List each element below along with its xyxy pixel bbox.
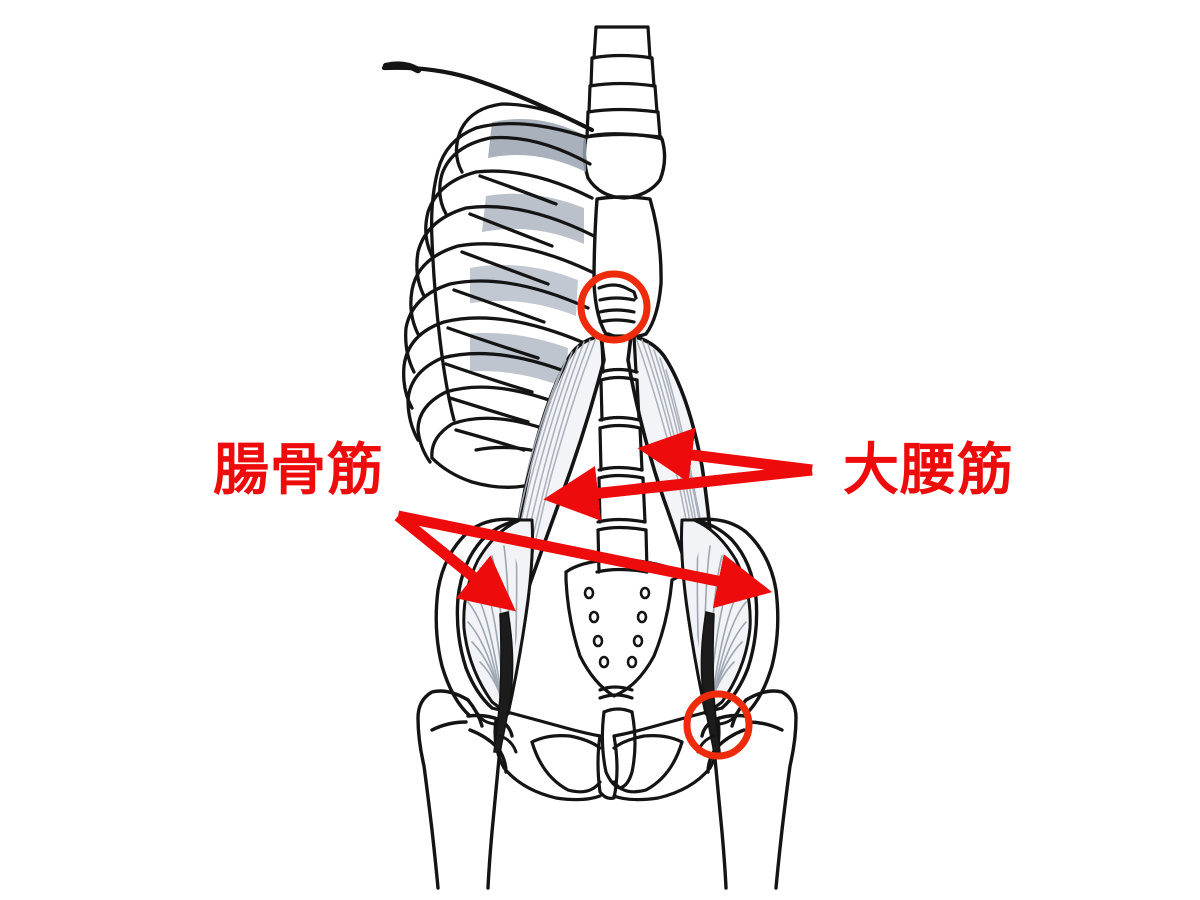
- skeleton-group: [381, 25, 798, 890]
- sacral-foramina: [583, 586, 651, 669]
- sternum: [582, 132, 667, 340]
- clavicle-line: [381, 61, 595, 133]
- thoracic-spine: [584, 25, 663, 139]
- iliopsoas-tendon-left: [493, 611, 514, 753]
- lesser-trochanter-left: [476, 712, 518, 754]
- rib-cage: [402, 102, 596, 489]
- sacrum: [564, 558, 682, 700]
- rib-cage-shading: [470, 119, 586, 388]
- label-psoas: 大腰筋: [843, 438, 1014, 503]
- arrow-iliacus-to-right-iliacus: [396, 510, 773, 609]
- iliopsoas-tendon-right: [700, 611, 721, 753]
- arrow-psoas-to-left-psoas: [543, 464, 813, 521]
- highlight-circle-insertion-lesser-trochanter[interactable]: [683, 690, 753, 760]
- arrow-iliacus-to-left-iliacus: [394, 511, 516, 612]
- label-iliacus: 腸骨筋: [213, 438, 384, 503]
- highlight-circle-origin-t12-l1[interactable]: [577, 270, 651, 344]
- arrow-psoas-to-right-psoas: [637, 427, 813, 483]
- coccyx: [600, 707, 637, 790]
